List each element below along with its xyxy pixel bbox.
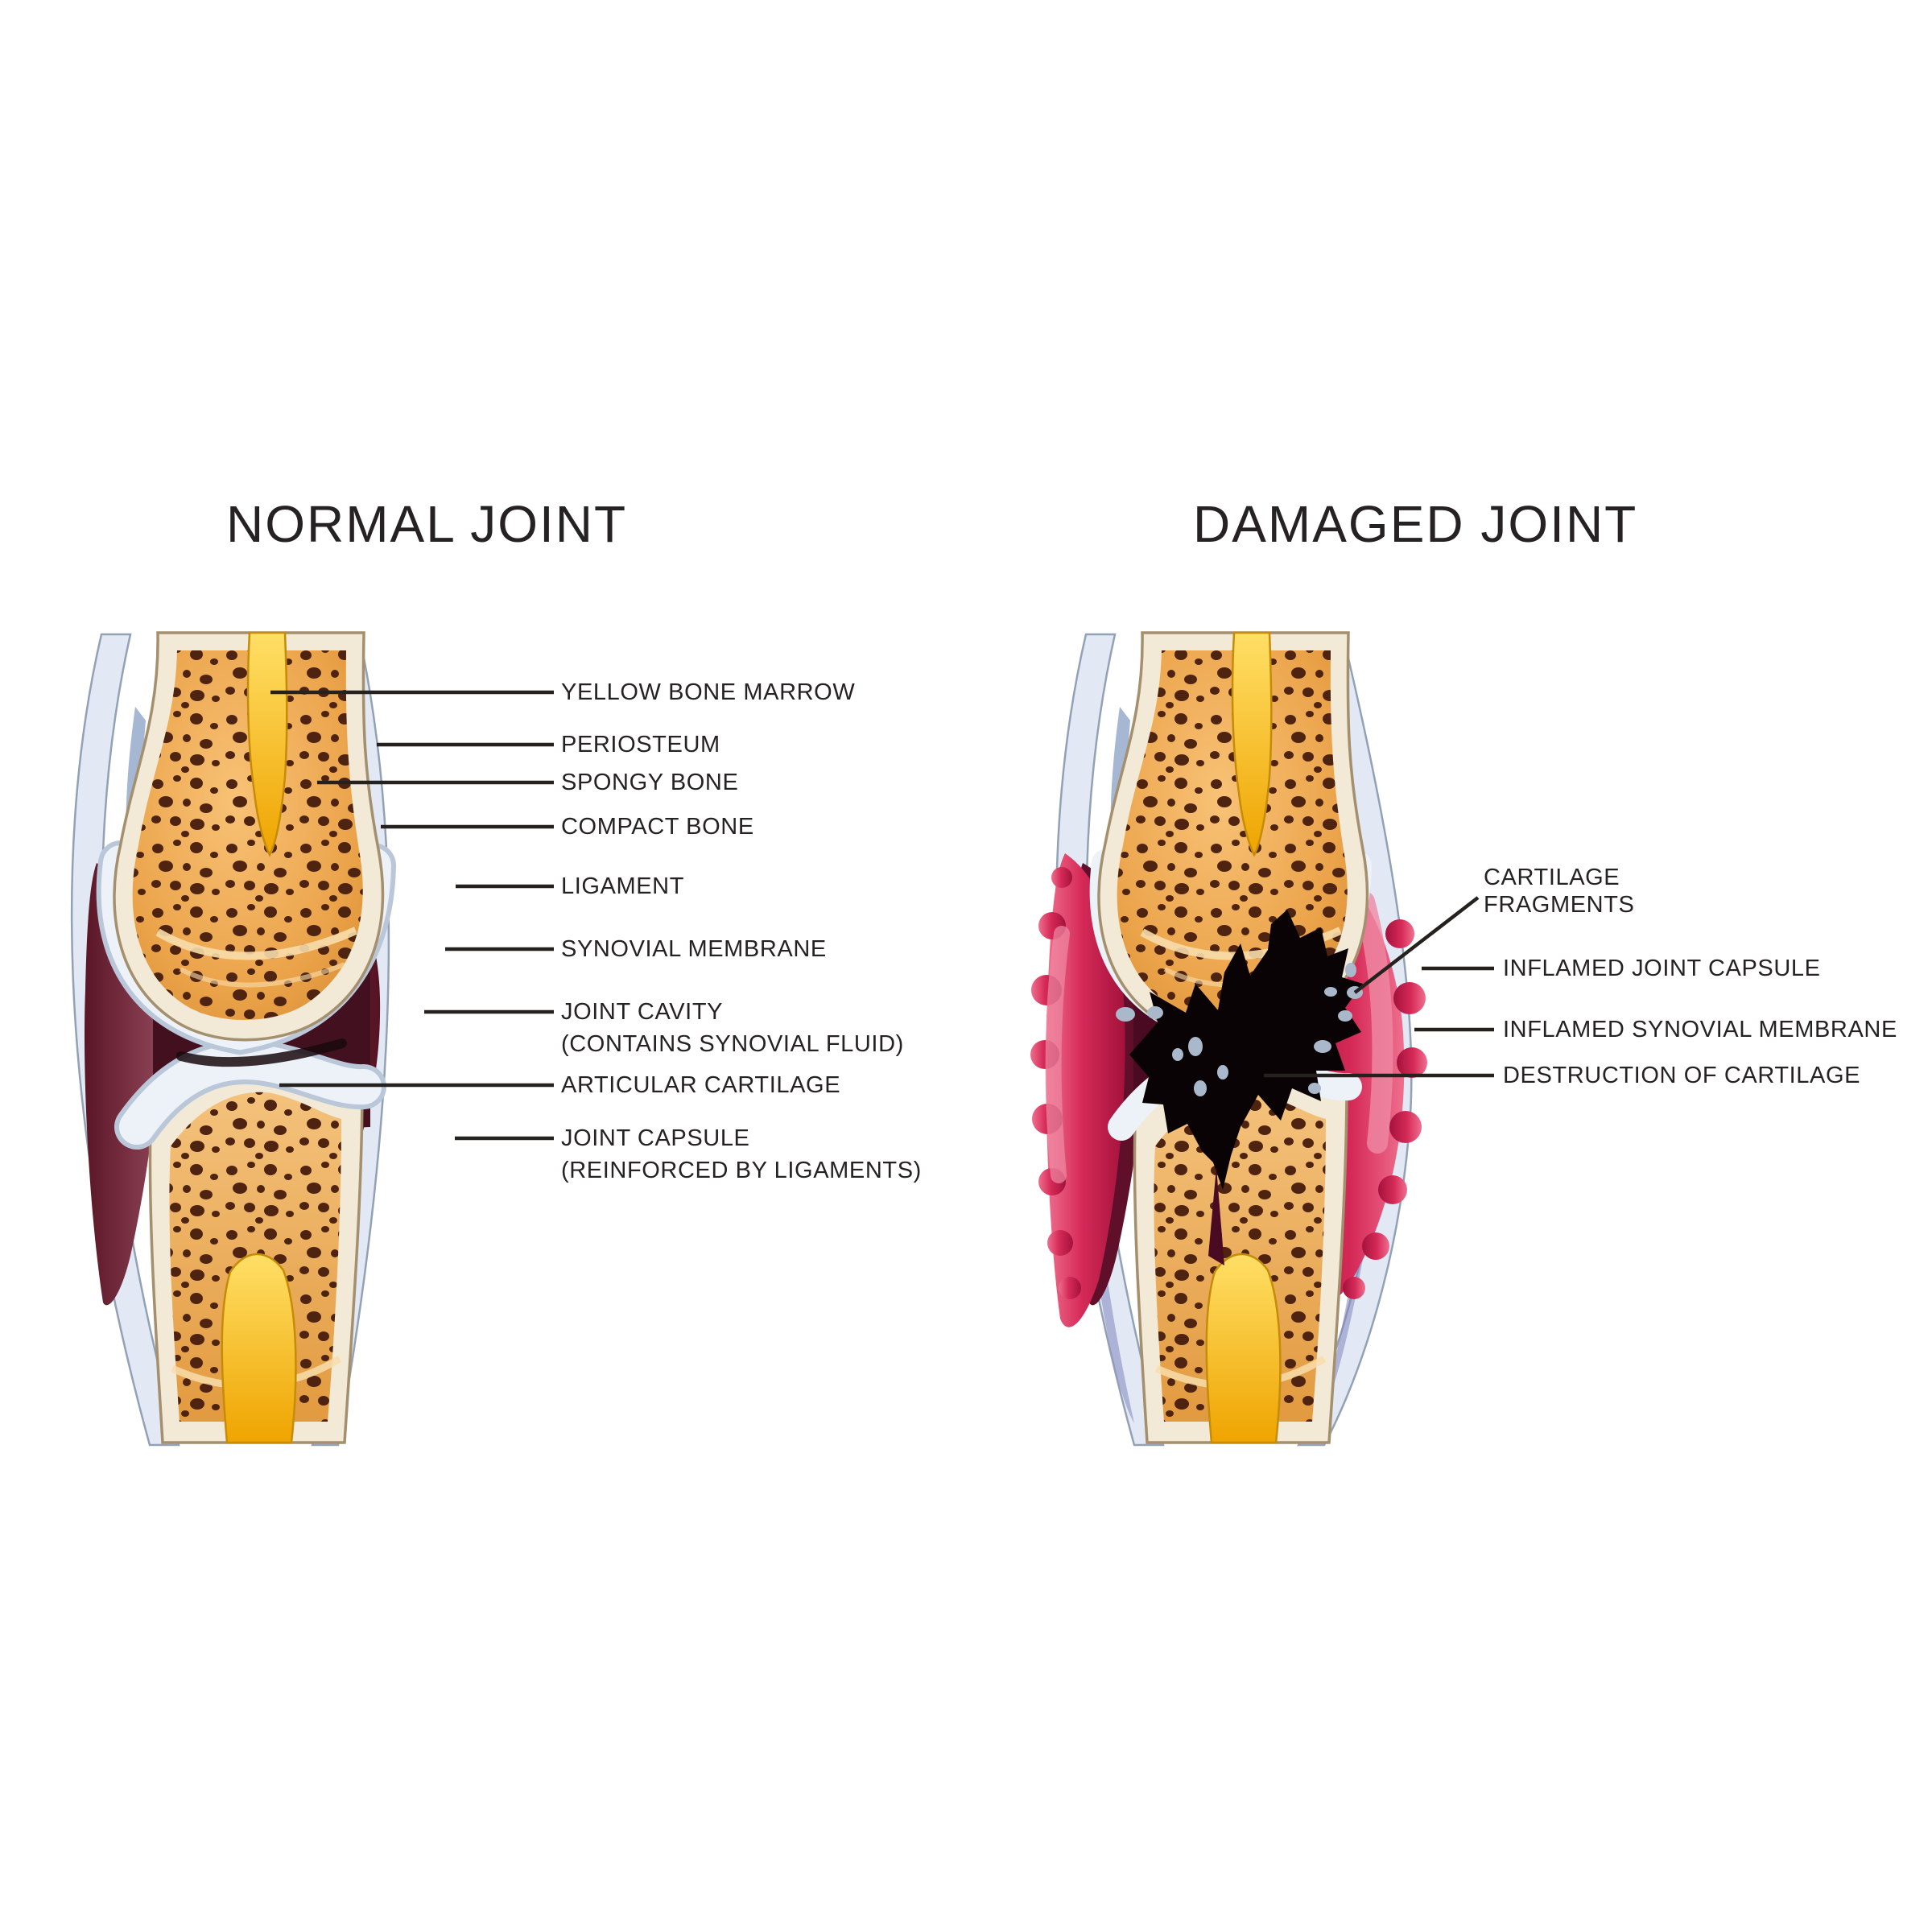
label-joint-cavity: JOINT CAVITY(CONTAINS SYNOVIAL FLUID) — [561, 999, 904, 1057]
leader-cartilage-fragments — [1353, 896, 1480, 994]
label-yellow-bone-marrow: YELLOW BONE MARROW — [561, 679, 856, 705]
label-synovial-membrane: SYNOVIAL MEMBRANE — [561, 936, 827, 962]
label-destruction-of-cartilage: DESTRUCTION OF CARTILAGE — [1503, 1063, 1861, 1088]
damaged-joint-illustration — [1030, 633, 1427, 1445]
leader-lines — [270, 690, 1494, 1141]
damaged-joint-title: DAMAGED JOINT — [1193, 495, 1638, 553]
label-periosteum: PERIOSTEUM — [561, 732, 720, 758]
label-ligament: LIGAMENT — [561, 873, 685, 899]
label-joint-capsule: JOINT CAPSULE(REINFORCED BY LIGAMENTS) — [561, 1125, 922, 1183]
label-compact-bone: COMPACT BONE — [561, 814, 754, 840]
cartilage-destruction-mass — [1129, 910, 1363, 1190]
normal-joint-illustration — [70, 633, 396, 1445]
label-articular-cartilage: ARTICULAR CARTILAGE — [561, 1072, 841, 1098]
label-inflamed-synovial-membrane: INFLAMED SYNOVIAL MEMBRANE — [1503, 1017, 1897, 1042]
label-spongy-bone: SPONGY BONE — [561, 770, 739, 795]
normal-joint-title: NORMAL JOINT — [226, 495, 628, 553]
label-inflamed-joint-capsule: INFLAMED JOINT CAPSULE — [1503, 956, 1821, 981]
